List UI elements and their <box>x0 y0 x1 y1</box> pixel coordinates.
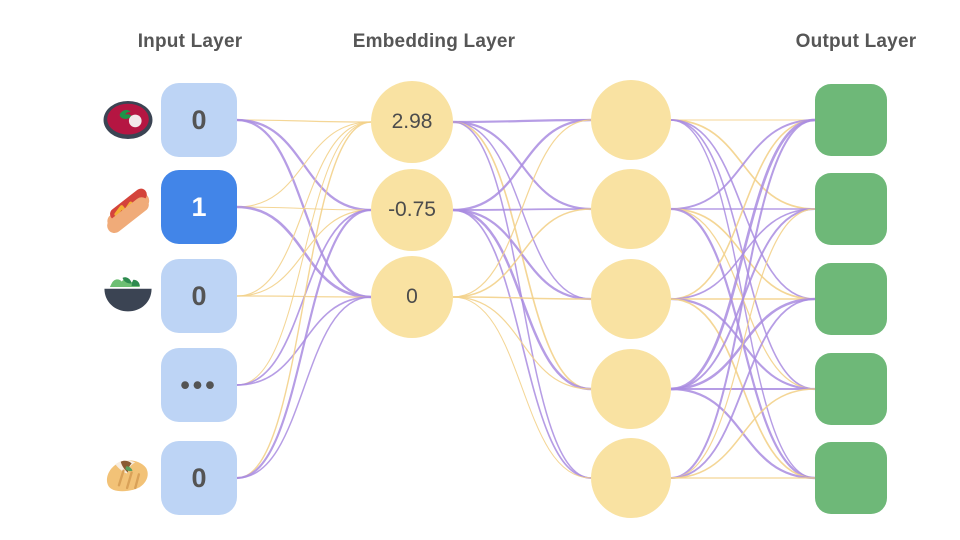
edge <box>452 121 592 300</box>
input-node-value: 1 <box>191 191 207 222</box>
output-node-2[interactable] <box>815 263 887 335</box>
edge <box>236 121 372 208</box>
edge <box>236 208 372 480</box>
hidden-node-3[interactable] <box>591 349 671 429</box>
edge <box>670 119 816 300</box>
edge <box>452 208 592 391</box>
edge <box>670 388 816 479</box>
edge <box>670 298 816 479</box>
output-node-0[interactable] <box>815 84 887 156</box>
output-node-3[interactable] <box>815 353 887 425</box>
edge <box>670 118 816 480</box>
edge <box>452 208 592 298</box>
edge <box>452 296 592 479</box>
hidden-node-1[interactable] <box>591 169 671 249</box>
edge <box>236 296 372 479</box>
input-node-value: 0 <box>191 104 207 135</box>
hot-dog-icon <box>99 178 157 236</box>
burrito-icon <box>99 449 157 507</box>
edge <box>236 121 372 297</box>
edge <box>670 118 816 391</box>
layer-title-2: Output Layer <box>795 31 917 52</box>
input-node-3[interactable]: ••• <box>161 348 237 422</box>
input-node-4[interactable]: 0 <box>161 441 237 515</box>
edge <box>236 119 372 123</box>
layer-title-1: Embedding Layer <box>352 31 516 52</box>
embedding-node-value: -0.75 <box>388 198 436 221</box>
hidden-node-4[interactable] <box>591 438 671 518</box>
embedding-node-value: 2.98 <box>391 110 433 133</box>
green-salad-icon <box>99 267 157 325</box>
input-node-value: 0 <box>191 462 207 493</box>
embedding-node-0[interactable]: 2.98 <box>371 81 453 163</box>
layer-title-0: Input Layer <box>137 31 243 52</box>
hidden-node-0[interactable] <box>591 80 671 160</box>
bowl-of-soup-icon <box>99 91 157 149</box>
edge <box>452 296 592 390</box>
input-node-value: ••• <box>180 369 218 400</box>
input-node-0[interactable]: 0 <box>161 83 237 157</box>
output-node-1[interactable] <box>815 173 887 245</box>
input-node-1[interactable]: 1 <box>161 170 237 244</box>
input-node-2[interactable]: 0 <box>161 259 237 333</box>
edge <box>452 118 592 124</box>
edge <box>670 208 816 479</box>
edge <box>452 296 592 300</box>
embedding-node-value: 0 <box>406 285 418 308</box>
edge <box>452 119 592 298</box>
input-node-value: 0 <box>191 280 207 311</box>
edge <box>236 121 372 479</box>
embedding-node-2[interactable]: 0 <box>371 256 453 338</box>
output-node-4[interactable] <box>815 442 887 514</box>
edge <box>452 118 592 212</box>
edge <box>236 121 372 386</box>
hidden-node-2[interactable] <box>591 259 671 339</box>
embedding-node-1[interactable]: -0.75 <box>371 169 453 251</box>
edge <box>452 208 592 301</box>
edge <box>670 119 816 210</box>
